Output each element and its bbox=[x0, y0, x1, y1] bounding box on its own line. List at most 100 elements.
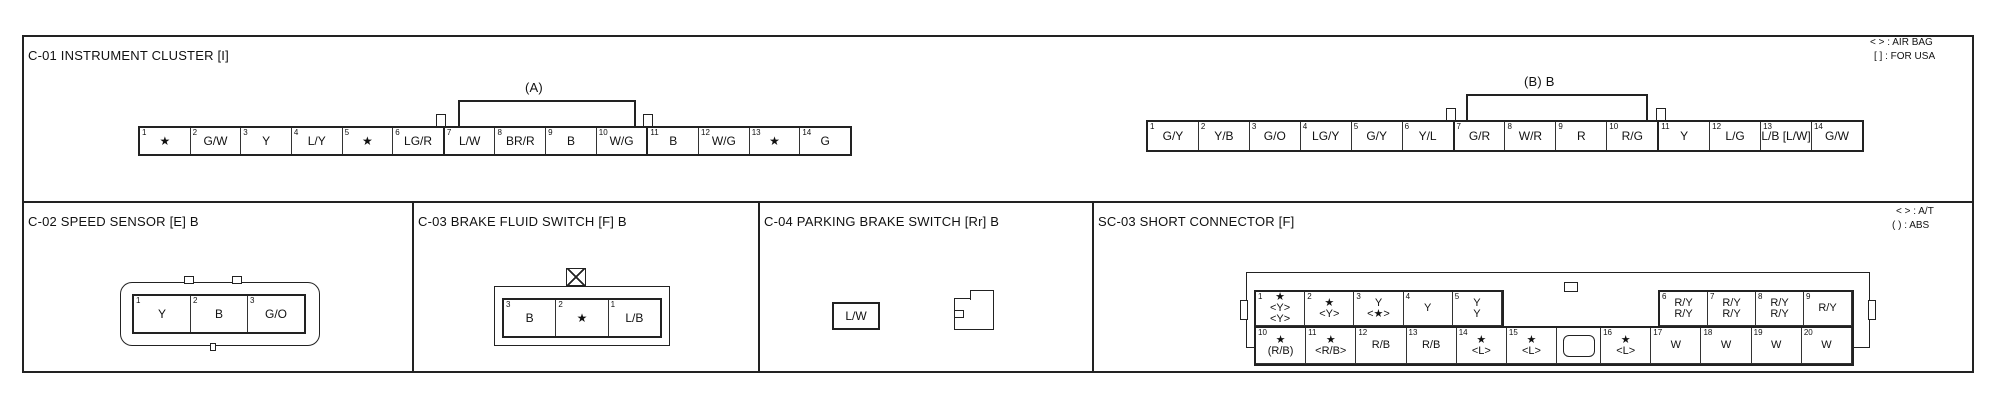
pin-13: 13★ bbox=[750, 128, 801, 154]
cavity-number: 1 bbox=[1258, 292, 1263, 301]
wire-color: Y bbox=[1424, 302, 1432, 314]
wire-color: ★ <L> bbox=[1471, 333, 1491, 357]
wire-color: W bbox=[1821, 339, 1832, 351]
wire-color: W/R bbox=[1518, 129, 1543, 143]
wire-color: G/O bbox=[264, 307, 287, 321]
cavity-number: 17 bbox=[1653, 328, 1663, 337]
c03-title: C-03 BRAKE FLUID SWITCH [F] B bbox=[418, 214, 627, 229]
wire-color: R bbox=[1577, 129, 1586, 143]
sc03-panel bbox=[1092, 201, 1974, 373]
pin-number: 1 bbox=[136, 296, 141, 305]
c01-a-latch-right bbox=[634, 100, 636, 128]
pin-number: 2 bbox=[193, 296, 198, 305]
cavity-11: 11★ <R/B> bbox=[1306, 328, 1357, 364]
wire-color: ★ (R/B) bbox=[1267, 333, 1294, 357]
wire-color: LG/R bbox=[404, 134, 433, 148]
cavity-2: 2★ <Y> bbox=[1305, 292, 1355, 326]
pin-number: 12 bbox=[1712, 122, 1722, 131]
wire-color: R/Y R/Y bbox=[1674, 296, 1693, 320]
wire-color: L/Y bbox=[307, 134, 326, 148]
wire-color: Y Y bbox=[1473, 296, 1481, 320]
wire-color: G/W bbox=[1824, 129, 1849, 143]
pin-number: 3 bbox=[243, 128, 248, 137]
wire-color: G/O bbox=[1263, 129, 1286, 143]
pin-number: 3 bbox=[250, 296, 255, 305]
c01-a-label: (A) bbox=[525, 80, 543, 95]
wire-color: G/Y bbox=[1162, 129, 1184, 143]
pin-number: 13 bbox=[1763, 122, 1772, 131]
pin-1: 1★ bbox=[140, 128, 191, 154]
legend-airbag: < > : AIR BAG bbox=[1870, 37, 1933, 48]
cavity-number: 16 bbox=[1603, 328, 1612, 337]
pin-number: 1 bbox=[610, 300, 616, 309]
cavity-16: 16★ <L> bbox=[1601, 328, 1652, 364]
wire-color: G/W bbox=[203, 134, 228, 148]
wire-color: ★ <L> bbox=[1522, 333, 1541, 357]
cavity-number: 18 bbox=[1703, 328, 1713, 337]
wire-color: BR/R bbox=[505, 134, 535, 148]
pin-number: 6 bbox=[395, 128, 400, 137]
pin-number: 8 bbox=[497, 128, 502, 137]
wire-color: L/W bbox=[458, 134, 481, 148]
c01-b-latch-top bbox=[1466, 94, 1648, 96]
wire-color: Y <★> bbox=[1367, 296, 1390, 320]
c01-a-latch-top bbox=[458, 100, 636, 102]
pin-number: 7 bbox=[446, 128, 452, 137]
pin-number: 5 bbox=[344, 128, 350, 137]
pin-number: 8 bbox=[1507, 122, 1512, 131]
pin-number: 1 bbox=[142, 128, 147, 137]
wire-color: ★ bbox=[769, 134, 780, 148]
wire-color: R/B bbox=[1421, 339, 1441, 351]
c02-tab-left bbox=[184, 276, 194, 284]
wire-color: ★ <R/B> bbox=[1315, 333, 1347, 357]
c04-switch-slot bbox=[954, 310, 964, 318]
c01-a-latch-left bbox=[458, 100, 460, 128]
c04-wire-box: L/W bbox=[832, 302, 880, 330]
pin-number: 3 bbox=[506, 300, 511, 309]
wire-color: ★ bbox=[576, 311, 588, 325]
pin-number: 5 bbox=[1353, 122, 1359, 131]
cavity-number: 12 bbox=[1358, 328, 1368, 337]
c01-b-latch-right bbox=[1646, 94, 1648, 122]
wire-color: ★ <Y> <Y> bbox=[1270, 291, 1291, 325]
wire-color: R/B bbox=[1371, 339, 1391, 351]
wire-color: R/Y bbox=[1818, 302, 1837, 314]
cavity-number: 8 bbox=[1758, 292, 1763, 301]
pin-number: 4 bbox=[1302, 122, 1308, 131]
sc03-flange-right bbox=[1868, 300, 1876, 320]
legend-abs: ( ) : ABS bbox=[1892, 220, 1930, 231]
c04-wire-label: L/W bbox=[845, 309, 867, 323]
cavity-number: 15 bbox=[1508, 328, 1518, 337]
pin-number: 14 bbox=[1813, 122, 1823, 131]
wire-color: Y/L bbox=[1418, 129, 1437, 143]
c01-title: C-01 INSTRUMENT CLUSTER [I] bbox=[28, 48, 229, 63]
pin-number: 1 bbox=[1150, 122, 1155, 131]
cavity-15: 15 ★ <L> bbox=[1506, 328, 1558, 364]
pin-number: 14 bbox=[802, 128, 812, 137]
wire-color: G/R bbox=[1468, 129, 1491, 143]
pin-number: 7 bbox=[1456, 122, 1461, 131]
